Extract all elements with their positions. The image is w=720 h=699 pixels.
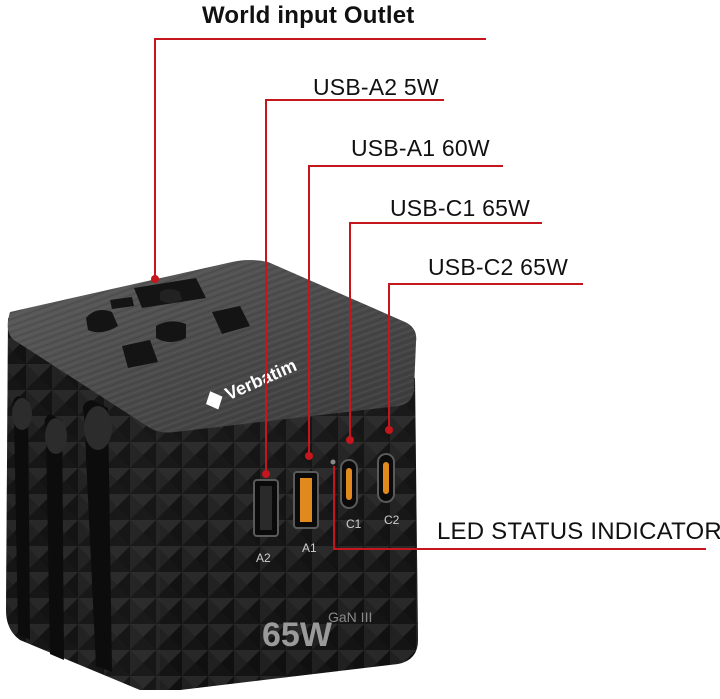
label-led-status-indicator: LED STATUS INDICATOR — [437, 518, 720, 545]
callout-line-usb-a1 — [308, 165, 503, 454]
wattage-text: 65W — [262, 616, 333, 654]
label-usb-c1: USB-C1 65W — [390, 195, 531, 221]
callout-dots — [151, 275, 393, 478]
callout-line-led — [333, 466, 706, 550]
label-world-input-outlet: World input Outlet — [202, 2, 415, 29]
callout-lines — [154, 38, 706, 550]
usb-a1-port — [293, 471, 319, 529]
usb-c1-port — [340, 459, 358, 509]
label-usb-a2: USB-A2 5W — [313, 74, 439, 100]
callout-line-usb-c1 — [349, 222, 542, 438]
label-usb-c2: USB-C2 65W — [428, 254, 569, 280]
led-status-indicator — [330, 459, 336, 465]
world-input-outlet — [86, 278, 250, 368]
usb-c2-port — [377, 453, 395, 503]
callout-line-usb-c2 — [388, 283, 583, 428]
usb-a2-port — [253, 479, 279, 537]
callout-line-usb-a2 — [265, 99, 444, 472]
gan-text: GaN III — [328, 609, 372, 625]
port-label-c1: C1 — [346, 517, 362, 531]
label-usb-a1: USB-A1 60W — [351, 135, 490, 161]
port-label-a1: A1 — [302, 541, 317, 555]
port-label-a2: A2 — [256, 551, 271, 565]
plug-sliders — [12, 396, 112, 672]
callout-line-world — [154, 38, 486, 276]
port-label-c2: C2 — [384, 513, 400, 527]
